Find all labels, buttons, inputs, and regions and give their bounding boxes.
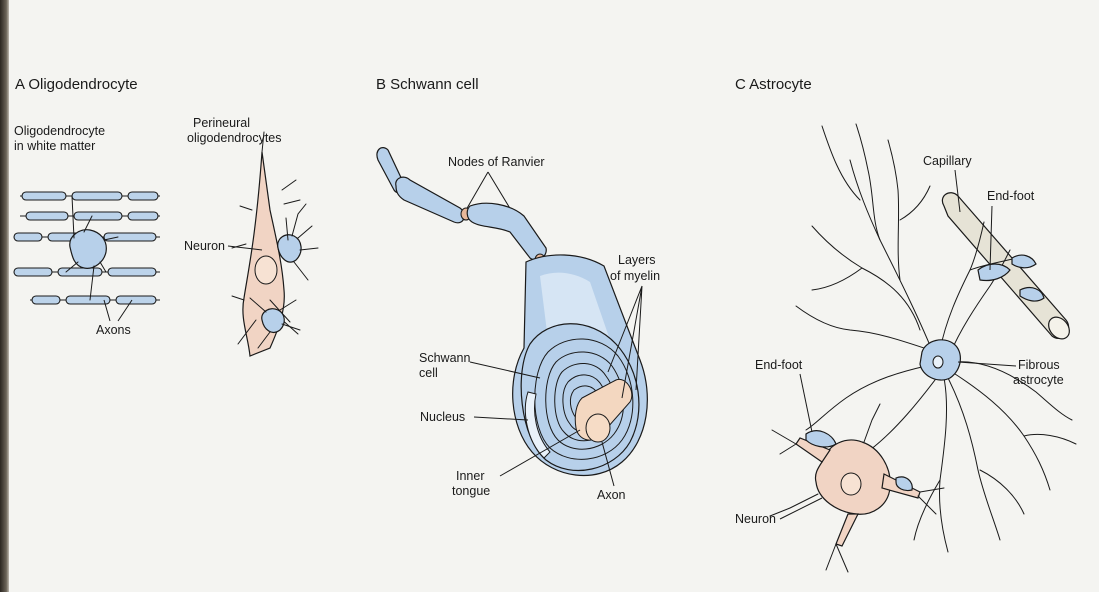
label-capillary: Capillary (923, 154, 972, 168)
schwann-cell-cylinder (513, 255, 648, 476)
label-layers-1: Layers (618, 253, 656, 267)
label-white-matter-2: in white matter (14, 139, 95, 153)
panel-c-title: C Astrocyte (735, 76, 812, 93)
end-foot-capillary-2 (1012, 255, 1036, 268)
label-perineural-1: Perineural (193, 116, 250, 130)
label-fibrous-2: astrocyte (1013, 373, 1064, 387)
label-axons: Axons (96, 323, 131, 337)
panel-a-title: A Oligodendrocyte (15, 76, 138, 93)
label-white-matter-1: Oligodendrocyte (14, 124, 105, 138)
label-schwann-1: Schwann (419, 351, 470, 365)
label-inner-1: Inner (456, 469, 485, 483)
label-neuron-a: Neuron (184, 239, 225, 253)
label-nodes-of-ranvier: Nodes of Ranvier (448, 155, 545, 169)
neuron-c-leader-line (780, 498, 822, 519)
label-axon: Axon (597, 488, 626, 502)
panel-b-schwann-cell: B Schwann cell Nodes of Ranvier (376, 76, 660, 502)
label-end-foot-top: End-foot (987, 189, 1035, 203)
end-foot-left-leader-line (800, 374, 812, 432)
panel-a-oligodendrocyte: A Oligodendrocyte Oligodendrocyte in whi… (14, 76, 318, 356)
label-end-foot-left: End-foot (755, 358, 803, 372)
label-schwann-2: cell (419, 366, 438, 380)
label-fibrous-1: Fibrous (1018, 358, 1060, 372)
label-layers-2: of myelin (610, 269, 660, 283)
label-nucleus: Nucleus (420, 410, 465, 424)
panel-c-astrocyte: C Astrocyte Capillary (735, 76, 1076, 572)
label-neuron-c: Neuron (735, 512, 776, 526)
label-inner-2: tongue (452, 484, 490, 498)
label-perineural-2: oligodendrocytes (187, 131, 282, 145)
panel-b-title: B Schwann cell (376, 76, 479, 93)
neuron-c (770, 404, 944, 572)
